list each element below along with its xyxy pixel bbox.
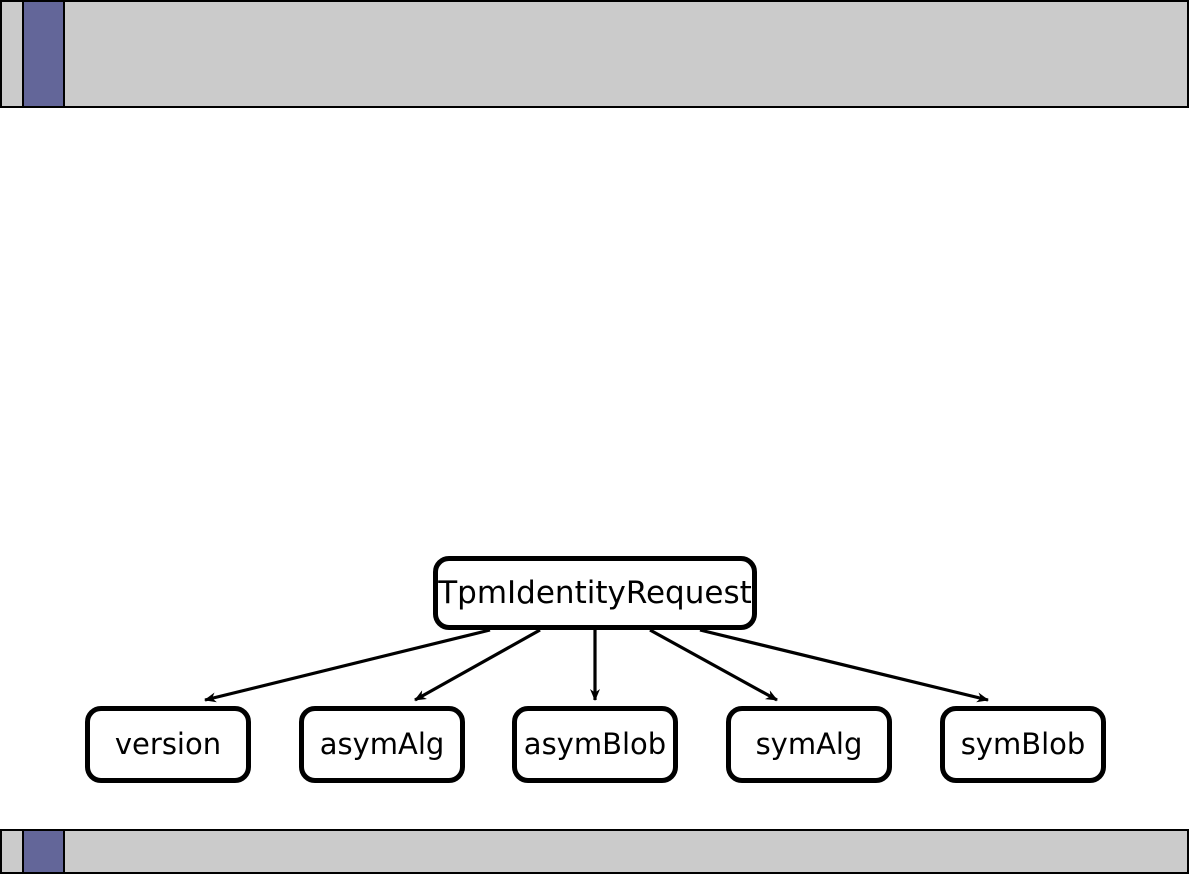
node-tpm-identity-request[interactable]: TpmIdentityRequest [433,556,757,630]
node-symalg[interactable]: symAlg [726,706,892,783]
edge-root-to-version [204,628,491,703]
edge-root-to-symalg [649,628,778,702]
header-title-area [65,2,1187,106]
slide-footer-bar [0,829,1189,874]
footer-accent-band [22,831,65,872]
footer-left-pad [2,831,22,872]
footer-title-area [65,831,1187,872]
edge-root-to-asymalg [414,628,541,702]
diagram-canvas: TpmIdentityRequest version asymAlg asymB… [0,108,1191,829]
header-left-pad [2,2,22,106]
node-symblob[interactable]: symBlob [940,706,1106,783]
diagram-edge-layer [204,628,989,703]
node-asymalg[interactable]: asymAlg [299,706,465,783]
header-accent-band [22,2,65,106]
slide-header-bar [0,0,1189,108]
node-asymblob[interactable]: asymBlob [512,706,678,783]
edge-root-to-symblob [699,628,989,703]
node-version[interactable]: version [85,706,251,783]
